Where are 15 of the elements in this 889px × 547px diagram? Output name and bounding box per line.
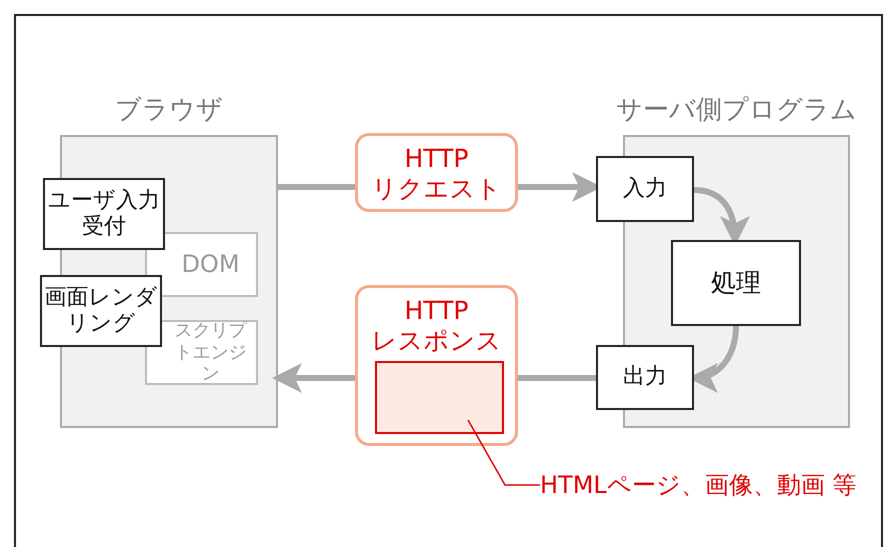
component-box: スクリプトエンジン — [145, 320, 258, 385]
process-box: ユーザ入力受付 — [43, 178, 165, 250]
group-heading: サーバ側プログラム — [615, 95, 858, 126]
content-box — [375, 361, 504, 434]
process-box: 入力 — [596, 156, 694, 222]
connector-line — [278, 184, 355, 190]
group-heading: ブラウザ — [114, 95, 224, 126]
leader-text: HTMLページ、画像、動画 等 — [540, 466, 880, 504]
process-box: 画面レンダリング — [40, 275, 162, 347]
message-box: HTTP リクエスト — [355, 133, 518, 212]
arrow — [272, 363, 355, 393]
message-box: HTTP レスポンス — [355, 285, 518, 446]
process-box: 処理 — [671, 240, 801, 326]
connector-line — [518, 375, 596, 381]
process-box: 出力 — [596, 345, 694, 410]
